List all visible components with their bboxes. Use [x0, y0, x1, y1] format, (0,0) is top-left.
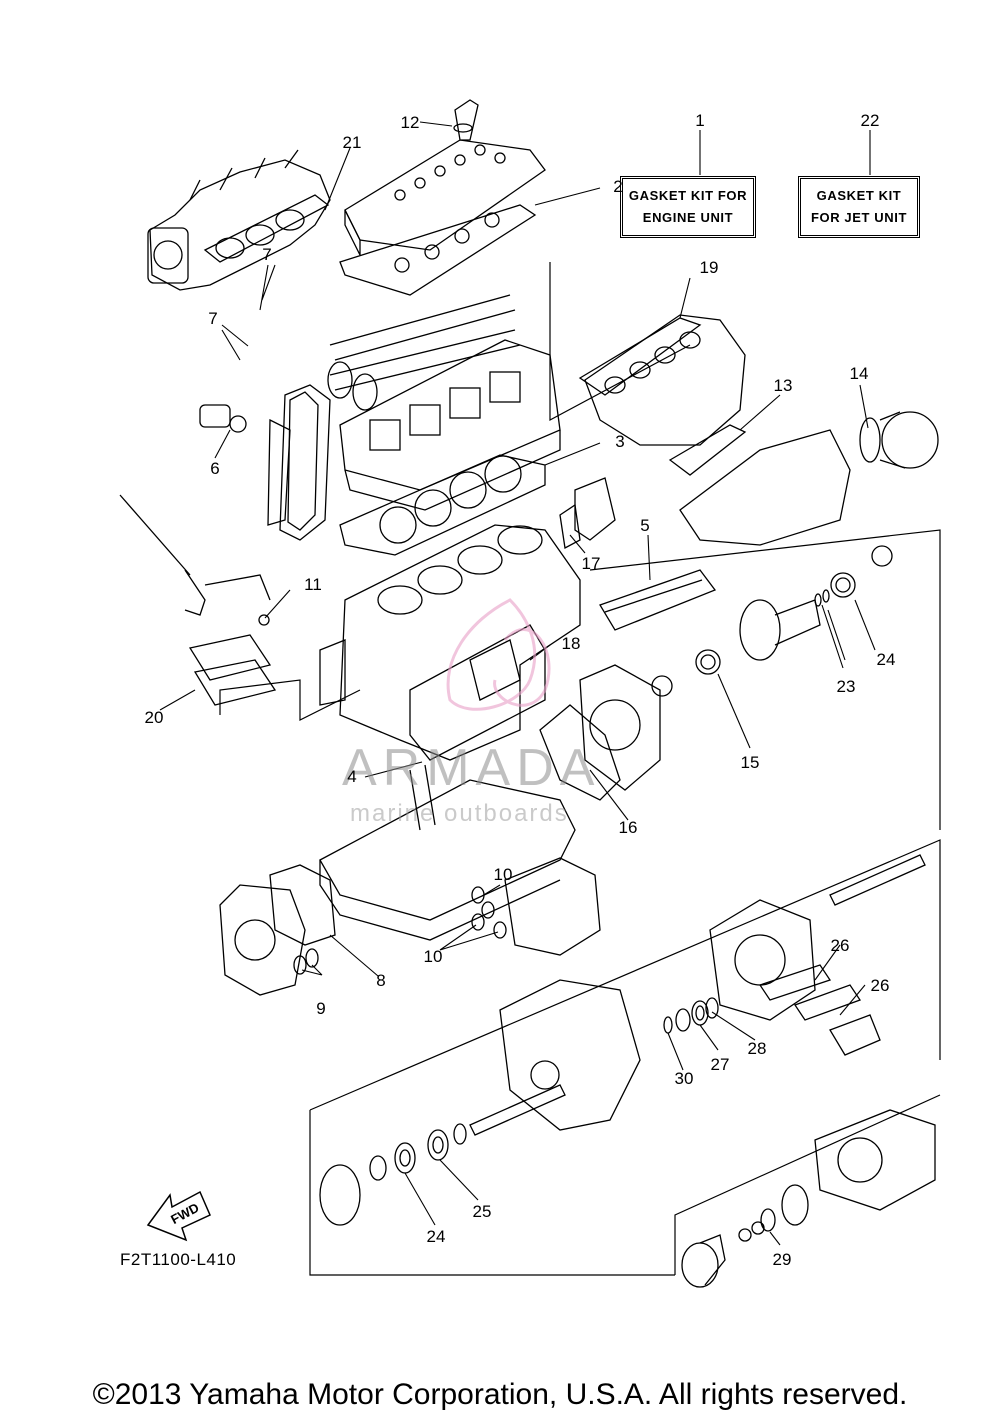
watermark-text: ARMADA	[342, 739, 601, 797]
callout-29: 29	[772, 1250, 792, 1269]
callout-4: 4	[347, 767, 357, 786]
gasket-13	[668, 424, 747, 476]
water-jacket-plate-5	[599, 569, 717, 631]
callout-1: 1	[695, 111, 705, 130]
callout-14: 14	[849, 364, 869, 383]
callout-13: 13	[773, 376, 793, 395]
callout-8: 8	[376, 971, 386, 990]
thermostat-cover	[559, 477, 616, 550]
callout-7b: 7	[208, 309, 218, 328]
cylinder-head	[339, 339, 561, 511]
cover-plate-20	[188, 634, 277, 706]
cam-tensioner	[199, 404, 247, 433]
callout-10a: 10	[493, 865, 513, 884]
callout-11: 11	[304, 575, 322, 594]
plates-26	[758, 964, 881, 1056]
callout-22: 22	[860, 111, 880, 130]
crankcase	[319, 764, 576, 941]
housing-gasket-16	[539, 704, 621, 801]
callout-3: 3	[615, 432, 625, 451]
callout-6: 6	[210, 459, 220, 478]
cylinder-head-gasket-3	[339, 454, 546, 556]
cylinder-head-cover	[344, 99, 546, 256]
callout-17: 17	[581, 554, 601, 573]
figure-code: F2T1100-L410	[120, 1250, 237, 1269]
jet-drive-shaft	[829, 854, 926, 906]
copyright-notice: ©2013 Yamaha Motor Corporation, U.S.A. A…	[92, 1378, 908, 1411]
callout-10b: 10	[423, 947, 443, 966]
watermark-subtext: marine outboards	[350, 800, 569, 827]
callout-28: 28	[747, 1039, 767, 1058]
watermark-logo-icon	[446, 598, 551, 711]
callout-16: 16	[618, 818, 638, 837]
fwd-arrow-icon	[146, 1190, 211, 1242]
kit-engine-line1: GASKET KIT FOR	[628, 188, 748, 203]
exhaust-manifold	[147, 149, 331, 291]
leader-lines	[159, 121, 876, 1246]
oil-pump	[219, 884, 306, 996]
callout-24b: 24	[426, 1227, 446, 1246]
callout-24a: 24	[876, 650, 896, 669]
drive-shaft-upper	[651, 545, 893, 697]
callout-19: 19	[699, 258, 719, 277]
head-cover-gasket-2	[339, 204, 537, 296]
gasket-kit-engine-box: GASKET KIT FOR ENGINE UNIT	[620, 176, 756, 238]
gasket-kit-jet-box: GASKET KIT FOR JET UNIT	[798, 176, 920, 238]
callout-15: 15	[740, 753, 760, 772]
throttle-body-area	[679, 411, 939, 546]
jet-nozzle	[814, 1109, 936, 1211]
callout-18: 18	[561, 634, 581, 653]
oil-pump-gasket-8	[269, 864, 336, 946]
intake-manifold	[584, 314, 746, 446]
callout-9: 9	[316, 999, 326, 1018]
timing-chain	[267, 384, 331, 541]
callout-30: 30	[674, 1069, 694, 1088]
kit-jet-line1: GASKET KIT	[816, 188, 902, 203]
grouping-lines	[219, 262, 941, 1276]
coupler-housing	[579, 664, 661, 791]
lower-seals-24-25	[319, 1123, 467, 1226]
callout-23: 23	[836, 677, 856, 696]
callout-5: 5	[640, 516, 650, 535]
callout-27: 27	[710, 1055, 730, 1074]
callout-26b: 26	[870, 976, 890, 995]
callout-7a: 7	[262, 245, 272, 264]
kit-engine-line2: ENGINE UNIT	[642, 210, 734, 225]
callout-2: 2	[613, 177, 623, 196]
callout-12: 12	[400, 113, 420, 132]
callout-26a: 26	[830, 936, 850, 955]
callout-21: 21	[342, 133, 362, 152]
exhaust-gasket-21	[203, 194, 330, 263]
jet-pump-housing	[469, 979, 641, 1136]
o-rings-9	[293, 948, 319, 975]
seals-27-28-30	[663, 997, 719, 1034]
oil-dipstick	[119, 494, 271, 626]
intermediate-housing	[709, 899, 816, 1021]
cylinder-block	[319, 524, 581, 761]
side-cover-gasket-18	[409, 624, 546, 761]
kit-jet-line2: FOR JET UNIT	[810, 210, 908, 225]
camshafts	[327, 294, 521, 411]
callout-25: 25	[472, 1202, 492, 1221]
cone-and-o-ring-29	[681, 1184, 809, 1288]
intake-gasket-19	[578, 317, 702, 396]
callout-20: 20	[144, 708, 164, 727]
